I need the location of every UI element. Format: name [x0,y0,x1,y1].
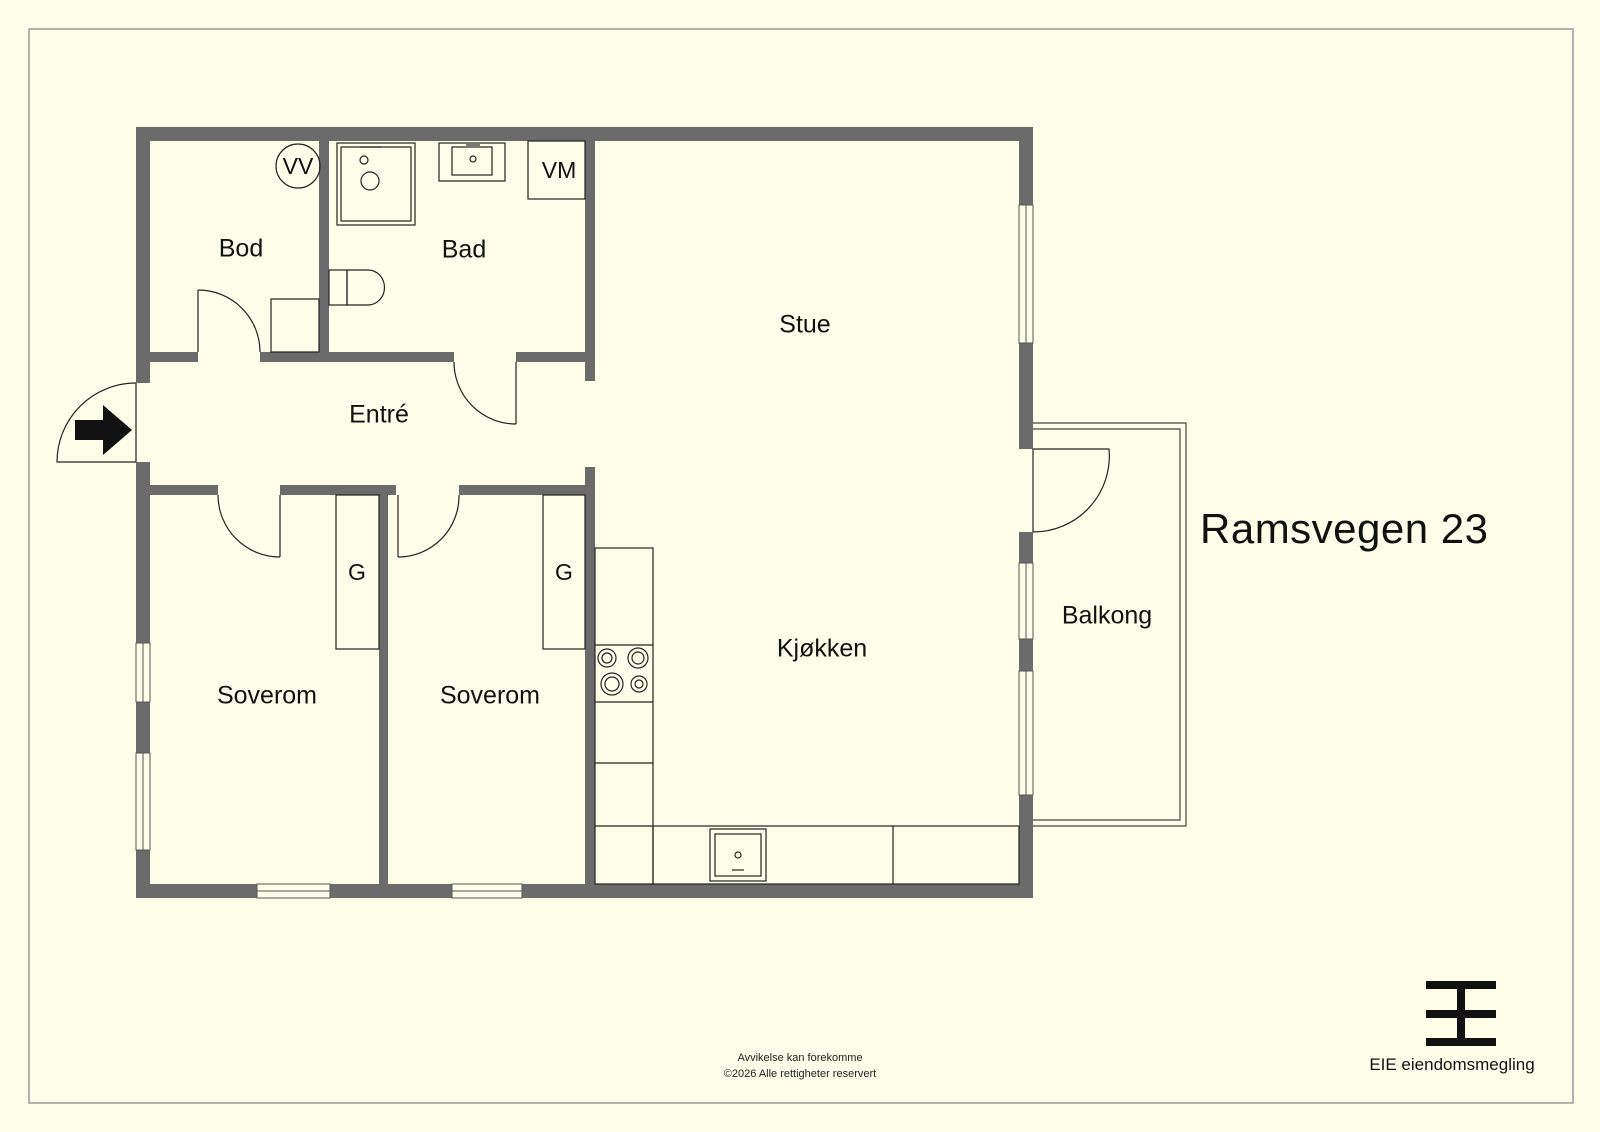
brand-logo-icon [1426,981,1496,1046]
fixture-label-g2: G [555,559,573,585]
fixture-label-g1: G [348,559,366,585]
stove-icon [597,647,649,696]
windows [135,204,1034,899]
fixtures [270,140,1020,885]
disclaimer-line-1: Avvikelse kan forekomme [737,1052,863,1064]
wardrobe-1 [335,494,380,650]
entrance-arrow-icon [75,405,132,455]
balcony-outline [1033,422,1187,827]
fixture-label-vm: VM [542,157,577,183]
toilet-icon [328,269,386,306]
water-heater-icon [275,143,321,189]
room-label-bod: Bod [219,235,263,263]
room-label-kjokken: Kjøkken [777,635,867,663]
doors [56,289,1110,558]
room-label-bad: Bad [442,236,486,264]
kitchen-sink-icon [709,828,767,882]
room-label-soverom-1: Soverom [217,682,317,710]
bod-shelf [270,298,320,353]
kitchen-counter-left [594,547,654,885]
wardrobe-2 [542,494,586,650]
disclaimer-line-2: ©2026 Alle rettigheter reservert [723,1068,877,1080]
room-label-stue: Stue [779,311,830,339]
room-label-entre: Entré [349,401,409,429]
washing-machine [527,140,586,200]
property-title: Ramsvegen 23 [1200,505,1489,552]
page-frame [28,28,1574,1104]
disclaimer: Avvikelse kan forekomme ©2026 Alle retti… [640,1050,960,1082]
room-label-soverom-2: Soverom [440,682,540,710]
bathroom-sink-icon [438,142,506,182]
brand-name: EIE eiendomsmegling [1369,1055,1535,1074]
room-label-balkong: Balkong [1062,602,1152,630]
shower-icon [336,142,416,226]
fixture-label-vv: VV [283,153,314,179]
kitchen-counter-bottom [652,825,1020,885]
